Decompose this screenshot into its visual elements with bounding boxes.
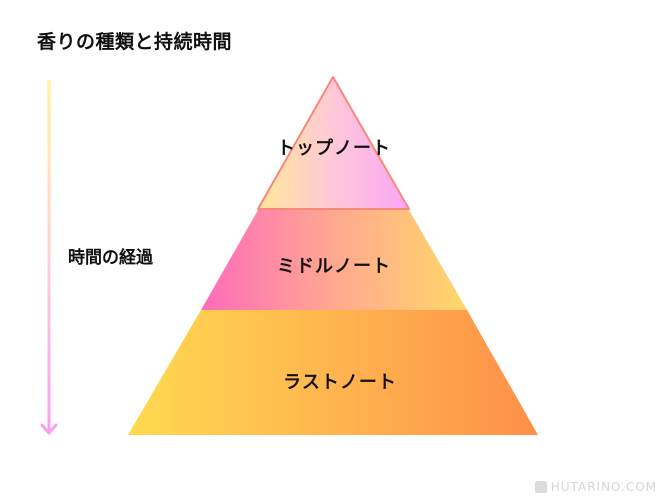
tier-label-last: ラストノート — [283, 372, 397, 393]
watermark-logo-icon — [534, 481, 547, 493]
tier-label-middle: ミドルノート — [277, 256, 391, 277]
tier-last-note — [128, 310, 538, 435]
tier-top-note — [257, 76, 410, 210]
watermark: HUTARINO.COM — [534, 480, 657, 494]
tier-middle-note — [201, 210, 467, 310]
watermark-text: HUTARINO.COM — [550, 480, 657, 494]
time-arrow — [40, 80, 58, 435]
tier-label-top: トップノート — [277, 138, 391, 159]
diagram-title: 香りの種類と持続時間 — [37, 31, 233, 53]
time-axis-label: 時間の経過 — [68, 248, 153, 268]
